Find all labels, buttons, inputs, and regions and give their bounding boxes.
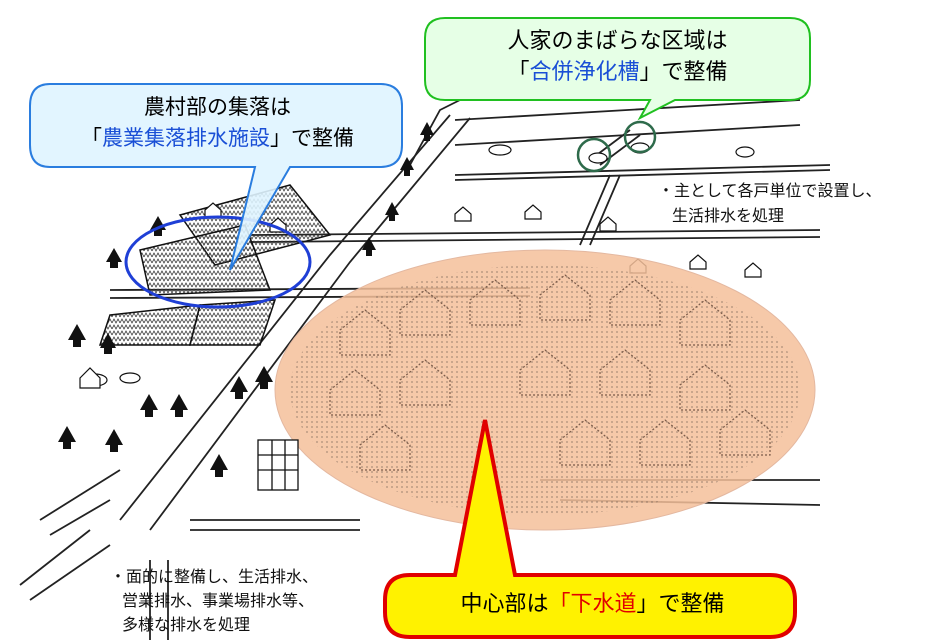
house-icon xyxy=(679,299,731,346)
callout-suffix: 」で整備 xyxy=(270,126,354,150)
house-icon xyxy=(339,309,391,356)
house-icon xyxy=(609,279,661,326)
house-icon xyxy=(469,279,521,326)
house-icon xyxy=(79,367,101,389)
note-line: ・主として各戸単位で設置し、 xyxy=(658,181,882,200)
house-icon xyxy=(539,274,591,321)
house-icon xyxy=(639,419,691,466)
tree-icon xyxy=(68,324,86,347)
sewer-term: 下水道 xyxy=(570,592,637,617)
sparse-callout-text: 人家のまばらな区域は 「合併浄化槽」で整備 xyxy=(445,26,790,88)
town-dotted-houses xyxy=(290,265,800,515)
house-icon xyxy=(399,289,451,336)
building-icon xyxy=(257,439,299,491)
individual-treatment-note: ・主として各戸単位で設置し、 生活排水を処理 xyxy=(658,178,882,228)
house-icon xyxy=(454,206,472,222)
house-icon xyxy=(689,254,707,270)
note-line: ・面的に整備し、生活排水、 xyxy=(110,567,319,586)
bracket-open: 「 xyxy=(81,126,102,150)
septic-marker xyxy=(576,137,612,173)
house-icon xyxy=(744,262,762,278)
town-houses xyxy=(329,274,771,471)
car-icon xyxy=(119,372,141,384)
rural-callout-line2: 「農業集落排水施設」で整備 xyxy=(45,123,390,154)
tree-icon xyxy=(210,454,228,477)
house-icon xyxy=(559,419,611,466)
tree-icon xyxy=(420,122,434,141)
house-icon xyxy=(679,364,731,411)
house-icon xyxy=(329,369,381,416)
rural-zone-oval xyxy=(124,215,312,309)
house-icon xyxy=(599,216,617,232)
field-plot-icon xyxy=(98,304,201,346)
tree-icon xyxy=(230,376,248,399)
septic-marker xyxy=(623,120,657,154)
rural-callout-line1: 農村部の集落は xyxy=(144,95,291,119)
house-icon xyxy=(359,424,411,471)
rural-drainage-term: 農業集落排水施設 xyxy=(102,126,270,150)
tree-icon xyxy=(400,157,414,176)
sewer-treatment-note: ・面的に整備し、生活排水、 営業排水、事業場排水等、 多様な排水を処理 xyxy=(110,565,318,637)
center-callout-suffix: 」で整備 xyxy=(636,592,725,617)
callout-suffix: 」で整備 xyxy=(639,60,728,85)
house-icon xyxy=(204,202,222,218)
tree-icon xyxy=(255,366,273,389)
rural-callout-bubble xyxy=(29,83,403,271)
house-icon xyxy=(399,359,451,406)
tree-icon xyxy=(385,202,399,221)
trees xyxy=(58,122,434,477)
note-line: 営業排水、事業場排水等、 xyxy=(122,591,315,610)
car-icon xyxy=(588,152,608,164)
sparse-callout-line1: 人家のまばらな区域は xyxy=(507,29,728,54)
center-callout-text: 中心部は「下水道」で整備 xyxy=(400,589,785,621)
field-plot-icon xyxy=(189,299,277,346)
tree-icon xyxy=(140,394,158,417)
tree-icon xyxy=(170,394,188,417)
sparse-callout-line2: 「合併浄化槽」で整備 xyxy=(445,57,790,88)
house-icon xyxy=(719,409,771,456)
bracket-open: 「 xyxy=(507,60,530,85)
bracket-open: 「 xyxy=(548,592,571,617)
tree-icon xyxy=(106,248,122,268)
car-icon xyxy=(735,146,755,158)
tree-icon xyxy=(362,237,376,256)
septic-tank-term: 合併浄化槽 xyxy=(529,60,640,85)
note-line: 多様な排水を処理 xyxy=(122,615,251,634)
center-callout-prefix: 中心部は xyxy=(460,592,549,617)
septic-tank-markers xyxy=(576,120,657,173)
house-icon xyxy=(599,349,651,396)
sparse-callout-bubble xyxy=(424,17,811,121)
tree-icon xyxy=(105,429,123,452)
house-icon xyxy=(519,349,571,396)
rural-callout-text: 農村部の集落は 「農業集落排水施設」で整備 xyxy=(45,92,390,154)
note-line: 生活排水を処理 xyxy=(672,206,785,225)
tree-icon xyxy=(100,333,116,354)
center-callout-bubble xyxy=(383,419,797,639)
house-icon xyxy=(524,204,542,220)
tree-icon xyxy=(58,426,76,449)
car-icon xyxy=(488,144,512,156)
